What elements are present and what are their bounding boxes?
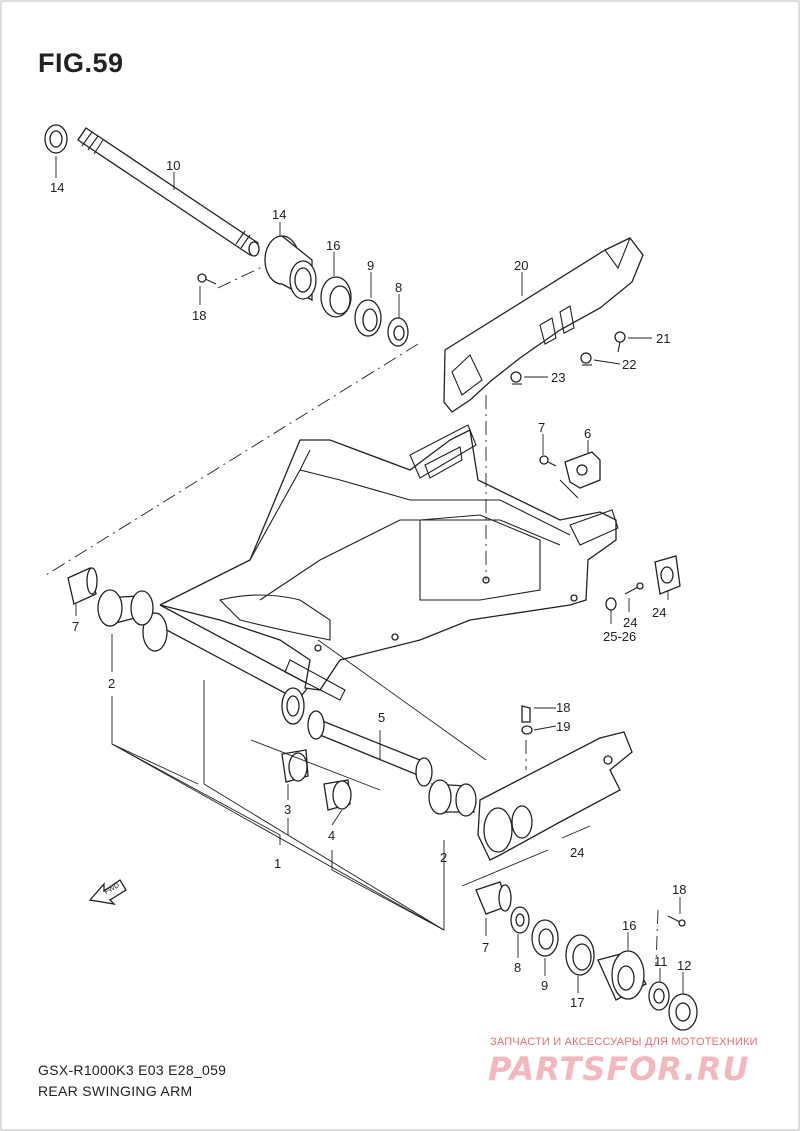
callout-9-lower: 9: [541, 978, 548, 993]
watermark-tagline: ЗАПЧАСТИ И АКСЕССУАРЫ ДЛЯ МОТОТЕХНИКИ: [490, 1036, 758, 1048]
swing-arm-body: [142, 424, 619, 725]
callout-7-right: 7: [482, 940, 489, 955]
bolt-18-upper: [197, 273, 217, 285]
callout-2-right: 2: [440, 850, 447, 865]
bracket-plate-5: [559, 451, 601, 499]
callout-3-b: 4: [328, 828, 335, 843]
bearing-7-right: [475, 881, 512, 915]
bolt-27: [624, 582, 644, 595]
bearing-3-a: [281, 749, 309, 783]
bearing-3-b: [323, 779, 352, 811]
callout-28: 25-26: [603, 629, 636, 644]
callout-21: 19: [556, 719, 570, 734]
washer-21: [521, 725, 533, 735]
callout-10: 10: [166, 158, 180, 173]
callout-7-left: 7: [72, 619, 79, 634]
callout-24-b: 23: [551, 370, 565, 385]
fwd-arrow-icon: FWD: [88, 879, 127, 905]
callout-2-left: 2: [108, 676, 115, 691]
pivot-shaft: [77, 127, 260, 257]
oil-seal-9-right: [531, 919, 559, 957]
spacer-tube-4: [307, 710, 433, 787]
callout-25-26: 24: [652, 605, 666, 620]
watermark-logo: PARTSFOR.RU: [488, 1050, 750, 1088]
callout-5: 6: [584, 426, 591, 441]
callout-17: 17: [570, 995, 584, 1010]
bearing-2-right: [428, 779, 477, 817]
chain-guard: [443, 237, 644, 413]
callout-24-a: 22: [622, 357, 636, 372]
callout-12: 12: [677, 958, 691, 973]
bolt-18-lower: [667, 915, 686, 927]
oil-seal-9: [354, 299, 382, 337]
spacer-17: [565, 934, 595, 976]
callout-22: 20: [514, 258, 528, 273]
washer-8: [387, 317, 409, 347]
callout-9-upper: 9: [367, 258, 374, 273]
spacer-15: [320, 276, 352, 318]
diagram-code: GSX-R1000K3 E03 E28_059: [38, 1062, 227, 1078]
clip-24-b: [510, 371, 522, 385]
callout-8-lower: 8: [514, 960, 521, 975]
callout-6: 7: [538, 420, 545, 435]
adjuster-plate-25-26: [654, 555, 681, 595]
leader-lines: [55, 156, 684, 994]
callout-27: 24: [623, 615, 637, 630]
callout-18-upper: 18: [192, 308, 206, 323]
bolt-6: [539, 455, 557, 467]
nut-12: [668, 993, 698, 1031]
callout-13: 14: [50, 180, 64, 195]
pivot-collar-16: [597, 950, 647, 1001]
callout-numbers: 14 10 14 16 9 8 18 20 21 22 23 7 6 24 24…: [50, 158, 691, 1010]
callout-23: 21: [656, 331, 670, 346]
callout-15: 16: [326, 238, 340, 253]
washer-8-right: [510, 906, 530, 934]
callout-18-lower: 18: [672, 882, 686, 897]
callout-14: 14: [272, 207, 286, 222]
clip-24-a: [580, 352, 592, 366]
callout-8-upper: 8: [395, 280, 402, 295]
diagram-subtitle: REAR SWINGING ARM: [38, 1083, 193, 1099]
callout-16: 16: [622, 918, 636, 933]
screw-23: [614, 331, 626, 353]
callout-11: 11: [654, 954, 668, 969]
callout-1: 1: [274, 856, 281, 871]
callout-3-a: 3: [284, 802, 291, 817]
callout-4: 5: [378, 710, 385, 725]
washer-11: [648, 981, 670, 1011]
bearing-2-left: [97, 589, 154, 627]
callout-19: 24: [570, 845, 584, 860]
bearing-7-left: [67, 567, 98, 605]
callout-20: 18: [556, 700, 570, 715]
chain-case-19: [477, 731, 633, 861]
pivot-collar-14: [264, 235, 317, 302]
figure-number: FIG.59: [38, 48, 124, 78]
pivot-shaft-nut: [44, 124, 68, 154]
bolt-20: [521, 705, 531, 723]
nut-28: [605, 597, 617, 611]
